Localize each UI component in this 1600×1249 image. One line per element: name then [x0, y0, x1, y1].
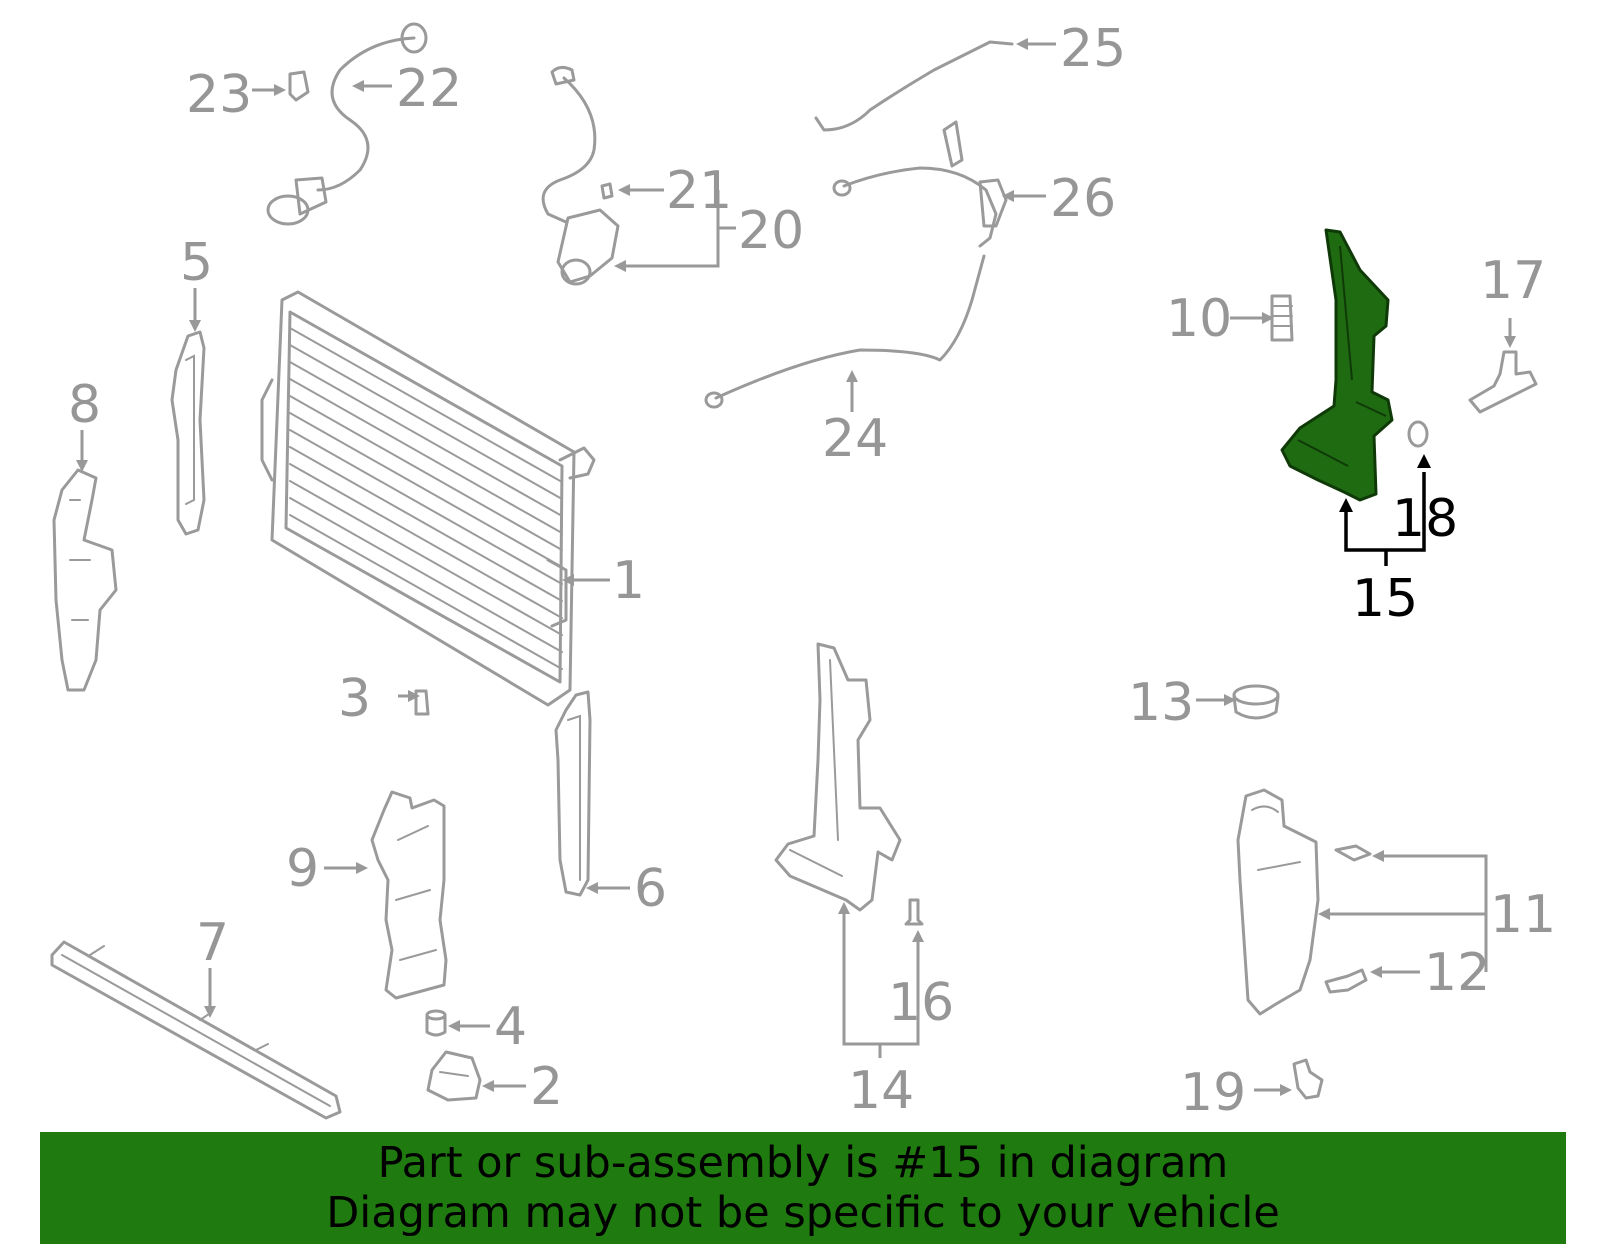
part-lower-rail	[50, 940, 342, 1120]
part-side-bracket-6	[554, 690, 592, 897]
part-clamp	[1292, 1058, 1324, 1100]
callout-15: 15	[1352, 569, 1418, 629]
leader-lines-highlighted	[1339, 454, 1431, 566]
part-radiator	[260, 290, 596, 707]
callout-3: 3	[338, 669, 371, 729]
part-mount	[426, 1050, 482, 1102]
callout-6: 6	[634, 859, 667, 919]
callout-20: 20	[738, 201, 804, 261]
part-clip-3	[414, 689, 430, 716]
callout-14: 14	[848, 1061, 914, 1121]
part-vent-hose-25	[814, 40, 1014, 132]
part-o-ring	[1407, 420, 1429, 448]
callout-8: 8	[68, 375, 101, 435]
info-banner: Part or sub-assembly is #15 in diagram D…	[40, 1132, 1566, 1244]
callout-5: 5	[180, 233, 213, 293]
part-reservoir-bracket	[774, 642, 902, 912]
part-vent-hose-24	[704, 254, 986, 409]
callout-22: 22	[396, 59, 462, 119]
part-side-bracket-5	[170, 330, 206, 536]
callout-9: 9	[286, 839, 319, 899]
callout-19: 19	[1180, 1063, 1246, 1123]
callout-12: 12	[1424, 943, 1490, 1003]
part-15-highlighted[interactable]	[1280, 228, 1394, 502]
callout-24: 24	[822, 409, 888, 469]
callout-1: 1	[612, 551, 645, 611]
callout-2: 2	[530, 1057, 563, 1117]
part-bushing	[425, 1009, 447, 1037]
part-hose-22	[266, 22, 428, 226]
part-expansion-tank	[1236, 788, 1372, 1016]
callout-26: 26	[1050, 169, 1116, 229]
banner-line-part: Part or sub-assembly is #15 in diagram	[377, 1138, 1229, 1188]
leader-lines	[76, 38, 1516, 1096]
part-vent-fitting-26	[832, 120, 1008, 248]
callout-17: 17	[1480, 251, 1546, 311]
callout-10: 10	[1166, 289, 1232, 349]
callout-18: 18	[1392, 489, 1458, 549]
callout-7: 7	[196, 913, 229, 973]
part-side-seal-8	[52, 468, 118, 692]
part-fitting-17	[1468, 350, 1538, 414]
callout-13: 13	[1128, 673, 1194, 733]
banner-line-disclaimer: Diagram may not be specific to your vehi…	[326, 1188, 1280, 1238]
part-cap	[1232, 684, 1280, 720]
callout-labels: 1 2 3 4 5 6 7 8 9 10 11 12 13 14 15 16 1…	[68, 19, 1556, 1123]
part-spring-clip	[1270, 294, 1294, 342]
callout-21: 21	[666, 161, 732, 221]
part-air-duct	[370, 790, 448, 1000]
callout-11: 11	[1490, 885, 1556, 945]
part-upper-hose-20	[541, 65, 620, 286]
part-sensor	[1324, 968, 1368, 994]
part-bolt	[904, 898, 924, 926]
callout-25: 25	[1060, 19, 1126, 79]
callout-23: 23	[186, 65, 252, 125]
callout-16: 16	[888, 973, 954, 1033]
callout-4: 4	[494, 997, 527, 1057]
